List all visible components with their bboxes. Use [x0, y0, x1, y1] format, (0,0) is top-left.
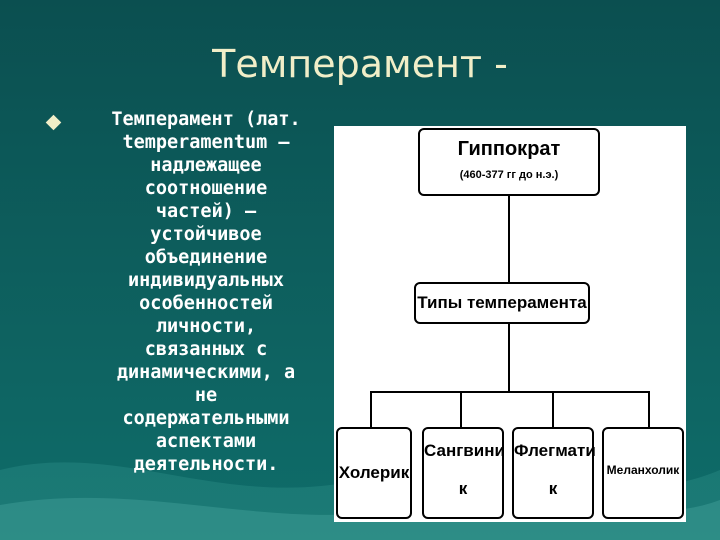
type-box-choleric: Холерик: [336, 427, 412, 519]
connector-to-type-3: [552, 391, 554, 429]
definition-line: объединение: [144, 247, 268, 268]
diamond-bullet-icon: [45, 114, 62, 131]
hippocrates-name: Гиппократ: [457, 138, 561, 160]
type-label-line1: Флегмати: [514, 441, 596, 460]
definition-line: не: [194, 385, 218, 406]
type-label-line1: Холерик: [338, 463, 410, 482]
definition-line: динамическими, а: [116, 362, 296, 383]
temperament-diagram: Гиппократ (460-377 гг до н.э.) Типы темп…: [334, 126, 686, 522]
type-label-line2: к: [548, 479, 558, 498]
definition-line: связанных с: [144, 339, 268, 360]
hippocrates-box: Гиппократ (460-377 гг до н.э.): [418, 128, 600, 196]
connector-to-type-1: [370, 391, 372, 429]
definition-line: особенностей: [139, 293, 273, 314]
type-label-line2: к: [458, 479, 468, 498]
definition-line: устойчивое: [150, 224, 262, 245]
definition-text: Темперамент (лат. temperamentum – надлеж…: [66, 108, 346, 476]
type-box-phlegmatic: Флегмати к: [512, 427, 596, 519]
definition-line: аспектами: [155, 431, 257, 452]
hippocrates-dates: (460-377 гг до н.э.): [459, 169, 559, 181]
definition-line: надлежащее: [150, 155, 262, 176]
type-label-line1: Сангвини: [424, 441, 505, 460]
definition-line: личности,: [155, 316, 257, 337]
type-box-sanguine: Сангвини к: [422, 427, 505, 519]
connector-middle-to-bus: [508, 323, 510, 393]
definition-line: temperamentum –: [122, 132, 290, 153]
type-label-line1: Меланхолик: [606, 463, 680, 477]
connector-to-type-2: [460, 391, 462, 429]
definition-line: индивидуальных: [128, 270, 284, 291]
connector-root-to-middle: [508, 194, 510, 354]
definition-line: соотношение: [144, 178, 268, 199]
temperament-types-box: Типы темперамента: [414, 282, 590, 324]
slide-title: Темперамент -: [212, 42, 508, 86]
connector-to-type-4: [648, 391, 650, 429]
connector-horizontal-bus: [370, 391, 650, 393]
temperament-types-label: Типы темперамента: [417, 293, 587, 312]
definition-line: содержательными: [122, 408, 290, 429]
definition-line: частей) —: [155, 201, 257, 222]
definition-line: Темперамент (лат.: [111, 109, 301, 130]
type-box-melancholic: Меланхолик: [602, 427, 684, 519]
definition-line: деятельности.: [133, 454, 279, 475]
